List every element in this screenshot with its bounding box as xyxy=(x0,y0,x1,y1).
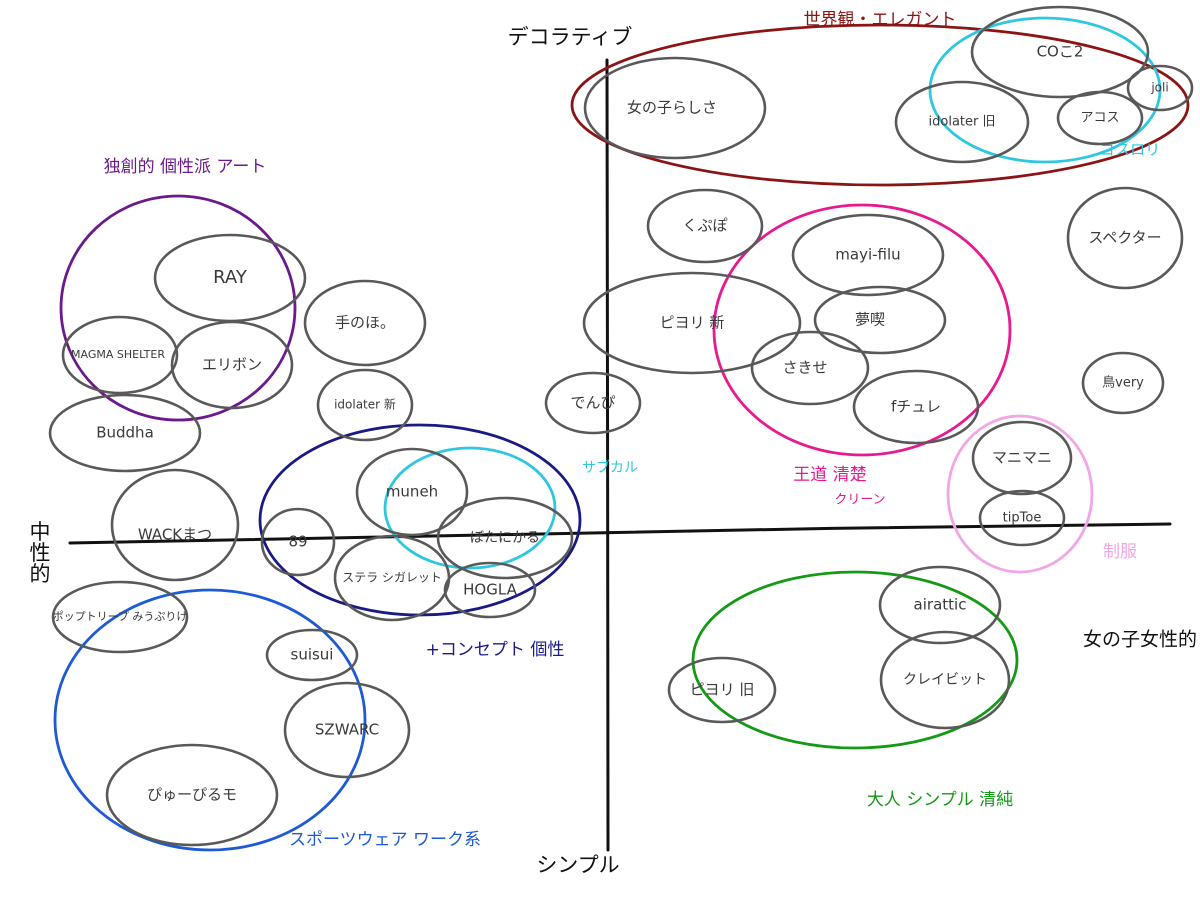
svg-text:COこ2: COこ2 xyxy=(1037,43,1084,61)
brand-node-tiptoe: tipToe xyxy=(978,489,1066,547)
brand-node-erimon: エリボン xyxy=(170,320,294,410)
group-label-world: 世界観・エレガント xyxy=(804,10,957,30)
brand-node-cocco: COこ2 xyxy=(970,5,1150,99)
axis-label-left: 中性的 xyxy=(27,521,51,584)
brand-node-sakise: さきせ xyxy=(750,330,870,406)
svg-text:ぴゅーぴるモ: ぴゅーぴるモ xyxy=(147,786,237,804)
group-label-gothic: ゴスロリ xyxy=(1100,141,1160,159)
brand-node-spectre: スペクター xyxy=(1066,186,1184,290)
svg-text:でんぴ: でんぴ xyxy=(570,394,615,412)
brand-node-wacka: WACKまつ xyxy=(110,468,240,582)
brand-node-idolater-old: idolater 旧 xyxy=(894,80,1030,164)
group-label-adult: 大人 シンプル 清純 xyxy=(867,790,1013,810)
svg-text:muneh: muneh xyxy=(386,483,438,501)
brand-node-mayi: mayi-filu xyxy=(791,213,945,297)
brand-node-bota: ぼたにかる xyxy=(436,496,574,580)
brand-node-kureibit: クレイビット xyxy=(879,630,1011,730)
brand-node-potri: ポップトリープ みうぷりけ xyxy=(51,580,189,654)
brand-node-hogla: HOGLA xyxy=(443,561,537,619)
svg-text:女の子女性的: 女の子女性的 xyxy=(1083,629,1197,651)
horizontal-axis xyxy=(68,522,1172,545)
brand-node-buddha: Buddha xyxy=(48,393,202,473)
brand-node-89: WACKまつ 89 xyxy=(260,507,336,577)
group-label-clean: クリーン xyxy=(834,493,885,508)
group-outline-sport xyxy=(53,588,367,852)
brand-node-pizzly-old: ピヨリ 旧 xyxy=(667,656,777,724)
svg-text:ポップトリープ みうぷりけ: ポップトリープ みうぷりけ xyxy=(53,610,188,623)
svg-text:ピヨリ 旧: ピヨリ 旧 xyxy=(690,681,755,699)
group-outline-world xyxy=(570,23,1190,187)
group-label-seifuku: 制服 xyxy=(1103,542,1137,562)
svg-text:さきせ: さきせ xyxy=(782,359,827,377)
group-label-sport: スポーツウェア ワーク系 xyxy=(289,830,481,850)
brand-node-stella: ステラ シガレット xyxy=(333,534,451,622)
svg-text:マニマニ: マニマニ xyxy=(992,449,1052,467)
group-outline-odo xyxy=(712,203,1012,457)
svg-text:ピヨリ 新: ピヨリ 新 xyxy=(660,314,725,332)
brand-node-joli: joli xyxy=(1126,64,1194,112)
brand-node-yume: 夢喫 xyxy=(813,285,947,355)
brand-node-manimani: マニマニ xyxy=(971,420,1073,496)
group-outline-gothic xyxy=(928,16,1162,164)
brand-node-teno: 手のほ。 xyxy=(303,279,427,367)
svg-text:鳥very: 鳥very xyxy=(1102,376,1144,391)
svg-text:クレイビット: クレイビット xyxy=(903,672,987,688)
svg-text:joli: joli xyxy=(1150,81,1168,95)
svg-text:mayi-filu: mayi-filu xyxy=(835,246,900,264)
group-outline-art xyxy=(59,194,297,422)
axis-label-bottom: シンプル xyxy=(536,853,619,877)
svg-text:アコス: アコス xyxy=(1080,111,1119,126)
svg-text:エリボン: エリボン xyxy=(202,356,262,374)
brand-node-fchu: fチュレ xyxy=(852,369,980,445)
group-label-art: 独創的 個性派 アート xyxy=(104,157,267,177)
svg-text:女の子らしさ: 女の子らしさ xyxy=(627,99,717,117)
svg-text:ステラ シガレット: ステラ シガレット xyxy=(342,571,442,585)
svg-text:MAGMA SHELTER: MAGMA SHELTER xyxy=(71,348,165,361)
brand-node-airattic: airattic xyxy=(878,565,1002,645)
brand-node-pizzly-new: ピヨリ 新 xyxy=(582,271,802,375)
brand-node-ray: RAY xyxy=(153,233,307,323)
brand-node-kupopo: くぷぽ xyxy=(646,188,764,264)
svg-text:SZWARC: SZWARC xyxy=(315,721,379,739)
axis-label-top: デコラティブ xyxy=(508,25,633,49)
svg-text:中性的: 中性的 xyxy=(27,521,51,584)
brand-node-demi: でんぴ xyxy=(544,371,642,435)
brand-node-szwarc: SZWARC xyxy=(283,681,411,779)
brand-node-suisui: suisui xyxy=(265,628,359,682)
group-outline-subcul xyxy=(383,446,557,570)
svg-text:Buddha: Buddha xyxy=(96,424,154,442)
svg-text:WACKまつ: WACKまつ xyxy=(138,526,212,544)
vertical-axis xyxy=(605,58,610,852)
group-label-odo: 王道 清楚 xyxy=(793,465,866,485)
svg-text:airattic: airattic xyxy=(914,596,967,614)
svg-text:くぷぽ: くぷぽ xyxy=(682,217,727,235)
group-label-concept: +コンセプト 個性 xyxy=(426,640,565,660)
brand-node-pippi: ぴゅーぴるモ xyxy=(105,743,279,847)
svg-text:suisui: suisui xyxy=(291,646,334,664)
svg-text:手のほ。: 手のほ。 xyxy=(335,314,395,332)
svg-text:ぼたにかる: ぼたにかる xyxy=(470,530,540,546)
brand-node-tori: 鳥very xyxy=(1081,351,1165,415)
axis-label-right: 女の子女性的 xyxy=(1083,629,1197,651)
group-outline-seifuku xyxy=(946,414,1094,574)
group-label-subcul: サブカル xyxy=(582,459,638,476)
brand-node-onnnanoko: 女の子らしさ xyxy=(583,56,767,160)
svg-text:夢喫: 夢喫 xyxy=(855,311,885,329)
brand-node-idolater-new: idolater 新 xyxy=(316,368,414,442)
svg-text:fチュレ: fチュレ xyxy=(891,398,941,416)
svg-text:tipToe: tipToe xyxy=(1003,511,1042,526)
brand-node-acos: アコス xyxy=(1056,90,1144,146)
brand-node-magma: MAGMA SHELTER xyxy=(61,315,179,395)
svg-text:idolater 旧: idolater 旧 xyxy=(929,115,996,130)
group-outline-adult xyxy=(691,570,1019,750)
svg-text:89: 89 xyxy=(288,533,307,551)
svg-text:RAY: RAY xyxy=(213,267,248,288)
svg-text:idolater 新: idolater 新 xyxy=(334,397,396,412)
svg-text:HOGLA: HOGLA xyxy=(463,581,517,599)
brand-node-muneh: muneh xyxy=(355,447,469,537)
svg-text:スペクター: スペクター xyxy=(1088,229,1161,247)
